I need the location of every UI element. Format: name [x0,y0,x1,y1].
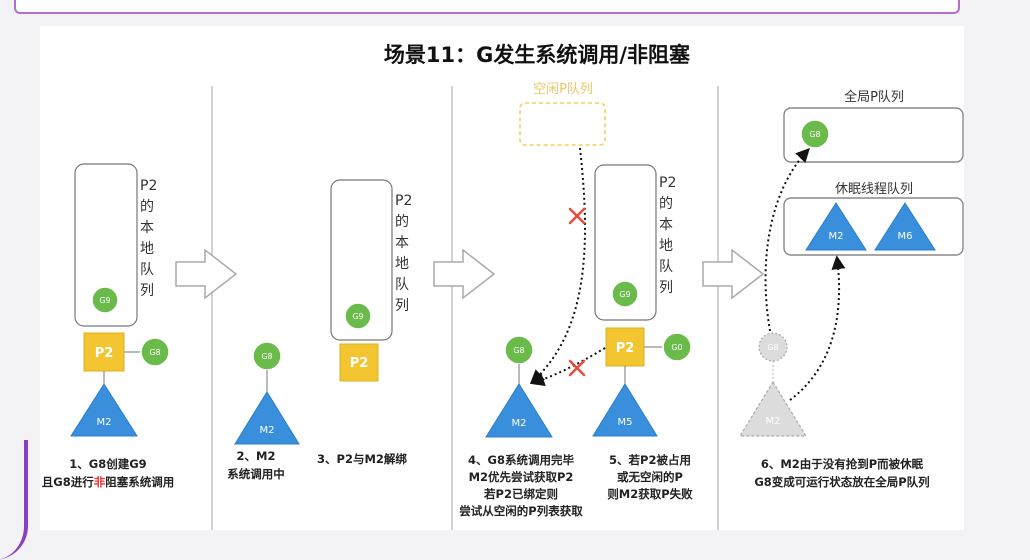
queue-label-line: 队 [140,262,154,278]
machine-label: M2 [97,417,112,428]
machine-label: M6 [898,231,913,242]
queue-label-line: 列 [140,283,154,299]
caption-line: 2、M2 [237,449,276,463]
transition-arrow-1 [175,248,238,300]
caption-line: 5、若P2被占用 [609,453,691,467]
queue-label-line: 队 [395,277,409,293]
goroutine-node [800,119,830,149]
goroutine-label: G8 [149,348,160,357]
failed-acquire-arrow-idle [529,147,587,384]
goroutine-label: G9 [619,290,630,299]
machine-node [805,202,867,251]
queue-label-line: 地 [140,241,154,257]
ghost-machine-node [738,380,808,437]
caption-line: 系统调用中 [227,467,285,481]
global-queue-label: 全局P队列 [844,89,904,105]
sleep-queue-label: 休眠线程队列 [835,182,913,197]
queue-label-line: 的 [140,199,154,215]
queue-label-line: P2 [140,178,157,194]
queue-label-line: 的 [659,196,673,212]
goroutine-label: G8 [261,352,272,361]
caption-line: 尝试从空闲的P列表获取 [459,504,583,518]
queue-label-line: 本 [659,217,673,233]
machine-label: M2 [512,418,527,429]
queue-label-line: 本 [395,235,409,251]
processor-label: P2 [350,356,369,371]
caption-line: 则M2获取P失败 [607,487,693,501]
caption-line: 1、G8创建G9 [69,457,146,471]
p2-local-queue [330,179,393,341]
goroutine-node [91,286,119,314]
queue-label-line: 地 [395,256,409,272]
processor-label: P2 [616,341,635,356]
caption-line: 且G8进行非阻塞系统调用 [42,475,174,489]
caption-fragment: 阻塞系统调用 [105,475,174,489]
caption-line: 4、G8系统调用完毕 [468,453,574,467]
failed-acquire-arrow-p2 [530,347,606,387]
page-title: 场景11：G发生系统调用/非阻塞 [384,43,691,67]
queue-label-line: P2 [659,175,676,191]
goroutine-label: G8 [809,130,820,139]
goroutine-label: G9 [99,296,110,305]
caption-fragment: 且G8进行 [42,475,94,489]
queue-label-line: 地 [659,238,673,254]
processor-node [339,343,379,382]
p2-local-queue [74,163,138,327]
transition-arrow-3 [702,248,765,300]
top-window-frame [14,0,960,14]
goroutine-label: G9 [352,312,363,321]
goroutine-label: G0 [671,343,682,352]
goroutine-label: G8 [513,346,524,355]
m-to-sleep-queue-arrow [789,255,846,401]
caption-line: G8变成可运行状态放在全局P队列 [754,475,929,489]
panel-1: P2 的 本 地 队 列 G9 P2 G8 M2 1、G8创建G9 且G8进行非… [42,163,174,489]
goroutine-node [140,337,170,367]
panel-3: 空闲P队列 G8 M2 P2 的 本 地 队 列 G9 P2 G0 [459,82,693,518]
caption-line: 3、P2与M2解绑 [317,452,407,466]
machine-label: M2 [829,231,844,242]
machine-label: M2 [260,425,275,436]
decorative-arc [0,440,28,560]
queue-label-line: 列 [395,298,409,314]
transition-arrow-2 [433,248,496,300]
machine-label: M5 [618,417,633,428]
goroutine-label: G8 [767,343,778,352]
panel-2: G8 M2 2、M2 系统调用中 P2 的 本 地 队 列 G9 P2 3、P2… [227,179,412,481]
goroutine-node [344,302,372,330]
goroutine-node [662,332,692,362]
machine-node [874,202,936,251]
g-to-global-queue-arrow [764,147,810,332]
queue-label-line: 本 [140,220,154,236]
p2-local-queue [594,164,657,321]
cross-icon [568,207,586,225]
processor-label: P2 [95,346,114,361]
caption-line: M2优先尝试获取P2 [469,470,574,484]
global-p-queue [783,107,964,163]
idle-p-queue [519,102,606,146]
queue-label-line: 队 [659,259,673,275]
queue-label-line: P2 [395,193,412,209]
machine-node [234,391,300,445]
goroutine-node [611,280,639,308]
caption-line: 6、M2由于没有抢到P而被休眠 [761,457,924,471]
queue-label-line: 的 [395,214,409,230]
caption-highlight: 非 [94,475,106,489]
caption-line: 或无空闲的P [617,470,683,484]
caption-line: 若P2已绑定则 [484,487,558,501]
cross-icon [568,359,586,377]
machine-label: M2 [766,416,781,427]
machine-node [485,383,553,438]
idle-queue-label: 空闲P队列 [533,82,593,97]
panel-4: 全局P队列 G8 休眠线程队列 M2 M6 G8 M2 6、M2由于没有抢到P而… [738,89,964,489]
machine-node [592,383,658,437]
queue-label-line: 列 [659,280,673,296]
machine-node [70,383,138,437]
